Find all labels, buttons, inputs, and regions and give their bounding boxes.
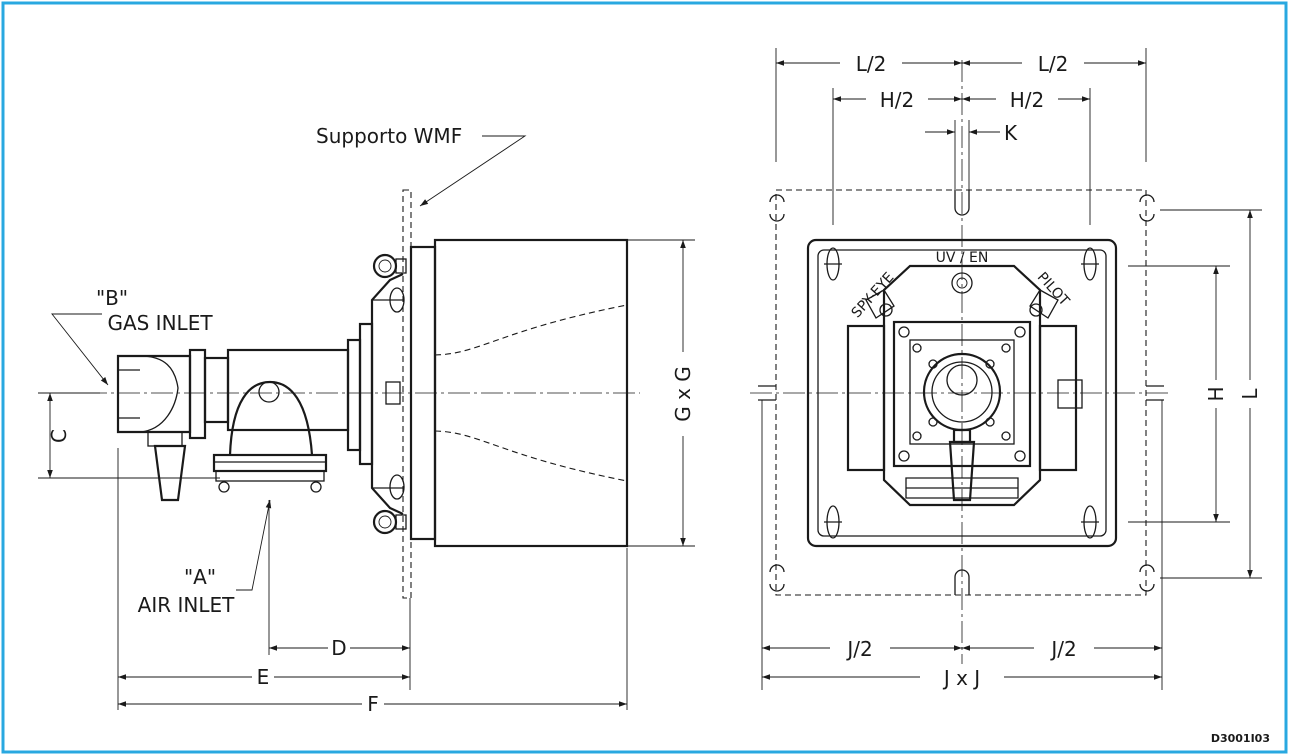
dim-h-half-left-label: H/2 bbox=[880, 88, 915, 112]
air-inlet-label: AIR INLET bbox=[138, 593, 235, 617]
dim-h-label: H bbox=[1204, 386, 1228, 401]
uv-label: UV / EN bbox=[936, 250, 989, 266]
gas-pipe bbox=[226, 348, 350, 432]
wmf-support-plate bbox=[402, 189, 412, 599]
dim-e-label: E bbox=[257, 665, 270, 689]
mounting-plate bbox=[806, 238, 1118, 548]
dim-c-label: C bbox=[47, 429, 71, 443]
gas-inlet-label: GAS INLET bbox=[107, 311, 213, 335]
lifting-eye-bottom bbox=[372, 509, 398, 535]
dim-h-half-right-label: H/2 bbox=[1010, 88, 1045, 112]
support-plate-outline bbox=[775, 189, 1147, 596]
dim-k-label: K bbox=[1004, 121, 1018, 145]
dim-j-half-right-label: J/2 bbox=[1049, 637, 1076, 661]
front-view: UV / EN SPY-EYE PILOT L/2 L/2 H/2 H/2 K bbox=[750, 48, 1262, 690]
support-label: Supporto WMF bbox=[316, 124, 462, 148]
dim-l-half-right-label: L/2 bbox=[1038, 52, 1069, 76]
dim-l-half-left-label: L/2 bbox=[856, 52, 887, 76]
dim-l-label: L bbox=[1238, 388, 1262, 400]
dim-j-half-left-label: J/2 bbox=[845, 637, 872, 661]
dim-f-label: F bbox=[367, 692, 379, 716]
dim-d-label: D bbox=[331, 636, 346, 660]
dim-gxg-label: G x G bbox=[671, 366, 695, 422]
side-view: Supporto WMF "B" GAS INLET "A" AIR INLET… bbox=[38, 124, 696, 716]
lifting-eye-top bbox=[372, 253, 398, 279]
air-inlet-code: "A" bbox=[184, 565, 216, 589]
drawing-code: D3001I03 bbox=[1211, 732, 1270, 745]
gas-inlet-code: "B" bbox=[96, 286, 128, 310]
dim-jxj-label: J x J bbox=[942, 666, 980, 690]
